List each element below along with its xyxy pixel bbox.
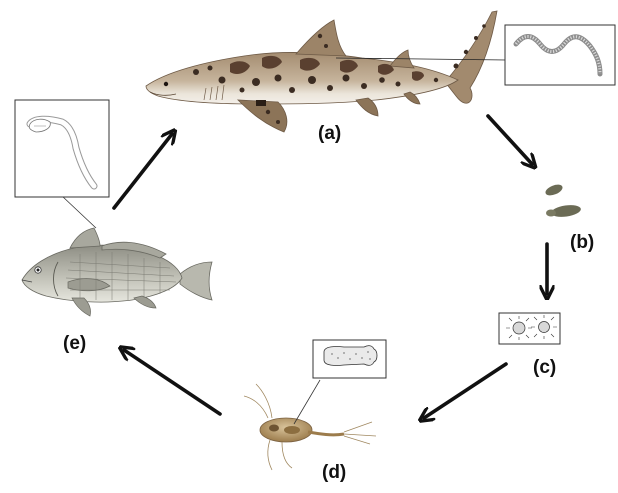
stage-label-a: (a) xyxy=(318,124,341,143)
arrow-c-to-d xyxy=(424,364,506,418)
leopard-shark-illustration xyxy=(146,11,497,132)
egg-capsules-illustration xyxy=(544,182,582,218)
stage-label-e: (e) xyxy=(63,334,86,353)
plerocercoid-larva-inset xyxy=(15,100,109,197)
coracidia-illustration xyxy=(499,313,560,344)
arrow-e-to-a xyxy=(114,134,172,208)
copepod-illustration xyxy=(244,380,376,470)
adult-tapeworm-inset xyxy=(505,25,615,85)
arrow-a-to-b xyxy=(488,116,532,164)
croaker-fish-illustration xyxy=(22,196,212,316)
stage-label-c: (c) xyxy=(533,358,556,377)
procercoid-larva-inset xyxy=(313,340,386,378)
stage-label-b: (b) xyxy=(570,233,594,252)
arrow-d-to-e xyxy=(124,350,220,414)
stage-label-d: (d) xyxy=(322,463,346,482)
